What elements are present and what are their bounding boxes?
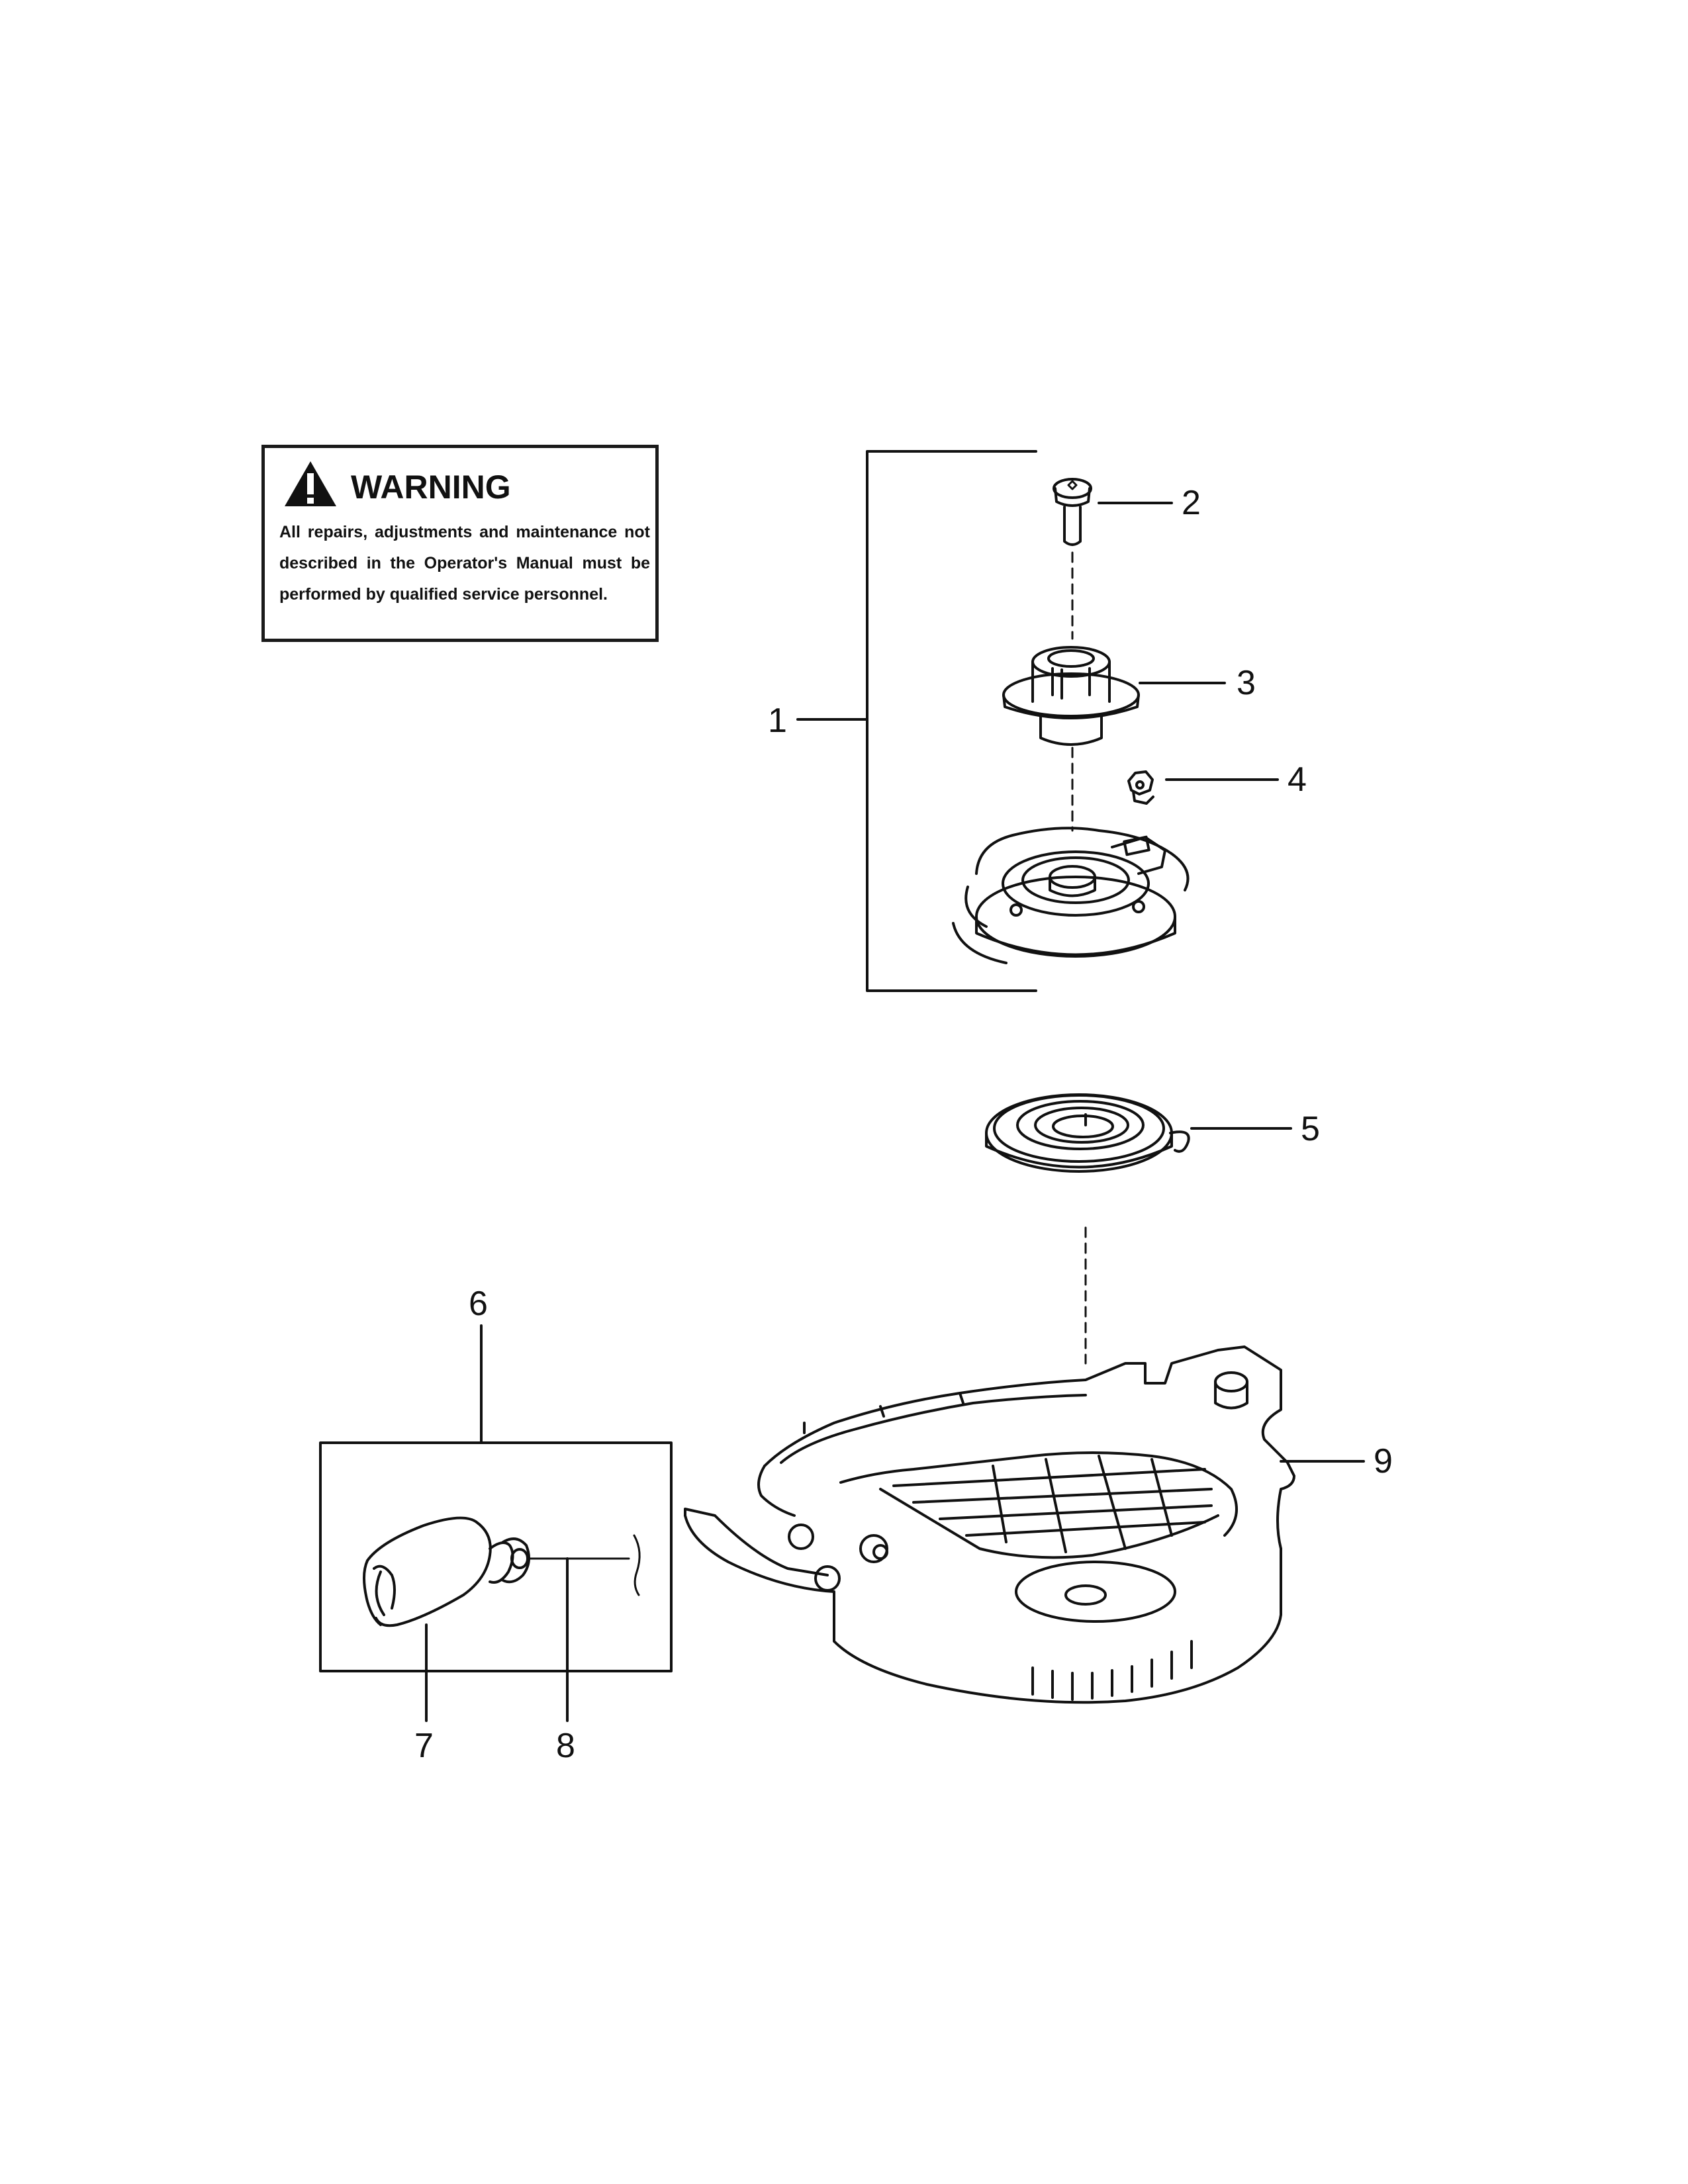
warning-triangle-icon (285, 461, 336, 506)
warning-label: WARNING All repairs, adjustments and mai… (261, 445, 659, 642)
part-starter-pulley (952, 827, 1190, 964)
callout-8: 8 (556, 1727, 575, 1765)
callout-3: 3 (1237, 664, 1256, 702)
warning-body: All repairs, adjustments and maintenance… (279, 523, 650, 604)
callout-6: 6 (469, 1285, 488, 1323)
part-starter-rope (528, 1534, 641, 1596)
part-pawl (1127, 770, 1154, 805)
part-starter-housing (684, 1345, 1295, 1704)
callout-7: 7 (414, 1727, 434, 1765)
callout-1: 1 (768, 702, 787, 740)
part-recoil-spring (985, 1093, 1190, 1173)
assembly-bracket (796, 450, 1037, 992)
part-screw (1053, 478, 1092, 546)
part-starter-handle (363, 1516, 530, 1627)
callout-4: 4 (1288, 760, 1307, 799)
part-pulley-hub (1002, 646, 1140, 746)
assembly-axis (1071, 551, 1087, 1365)
warning-title: WARNING (351, 469, 511, 506)
inset-box (319, 1441, 673, 1672)
callout-2: 2 (1182, 484, 1201, 522)
callout-5: 5 (1301, 1110, 1320, 1148)
callout-9: 9 (1374, 1442, 1393, 1480)
